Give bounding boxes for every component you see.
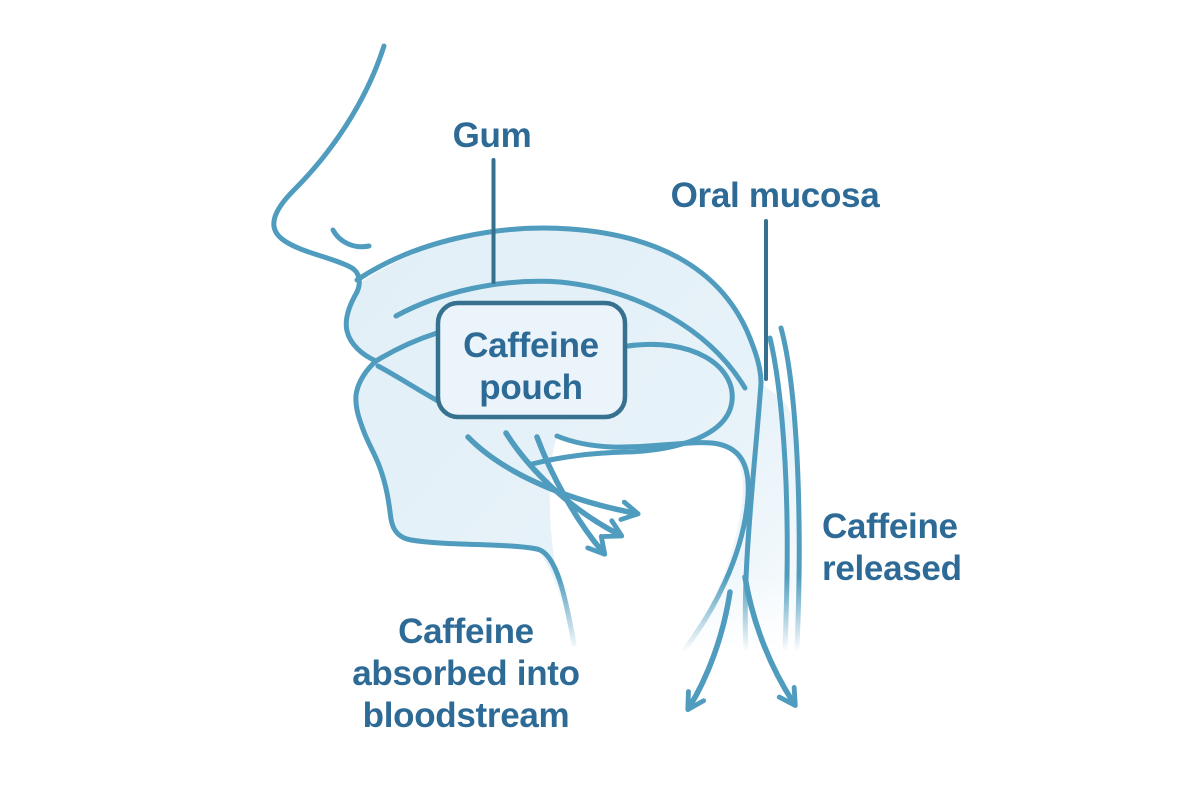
caffeine-released-label: Caffeine released [822, 506, 962, 590]
oral-mucosa-layer-line-1 [767, 335, 790, 651]
gum-line [393, 278, 748, 391]
caffeine-pouch-box [435, 300, 628, 420]
flow-arrow-icon [503, 430, 625, 539]
swallow-arrow-icon [742, 574, 798, 708]
gum-label: Gum [452, 116, 532, 155]
upper-lip-to-pouch-line [373, 330, 440, 364]
caffeine-pouch-label: Caffeine pouch [463, 325, 599, 409]
lower-lip-to-pouch-line [375, 363, 441, 404]
caffeine-released-line2: released [822, 549, 962, 588]
lips-chin-jaw-outline [343, 289, 577, 647]
caffeine-absorbed-line1: Caffeine [398, 612, 534, 651]
oral-mucosa-layer-line-2 [778, 325, 802, 651]
caffeine-pouch-label-line1: Caffeine [463, 326, 599, 365]
swallow-arrow-icon [685, 589, 733, 713]
oral-mucosa-label: Oral mucosa [670, 176, 880, 215]
flow-arrow-icon [465, 434, 641, 522]
tongue-cavity-loop [529, 341, 735, 467]
caffeine-absorbed-line2: absorbed into [352, 654, 580, 693]
caffeine-absorbed-label: Caffeine absorbed into bloodstream [352, 611, 580, 737]
flow-arrow-icon [534, 434, 608, 557]
nostril-line [330, 227, 372, 250]
caffeine-released-line1: Caffeine [822, 507, 958, 546]
caffeine-pouch-label-line2: pouch [479, 368, 583, 407]
nose-outline [271, 43, 387, 295]
mouth-floor-to-throat-line [554, 433, 751, 653]
caffeine-absorbed-line3: bloodstream [362, 696, 570, 735]
